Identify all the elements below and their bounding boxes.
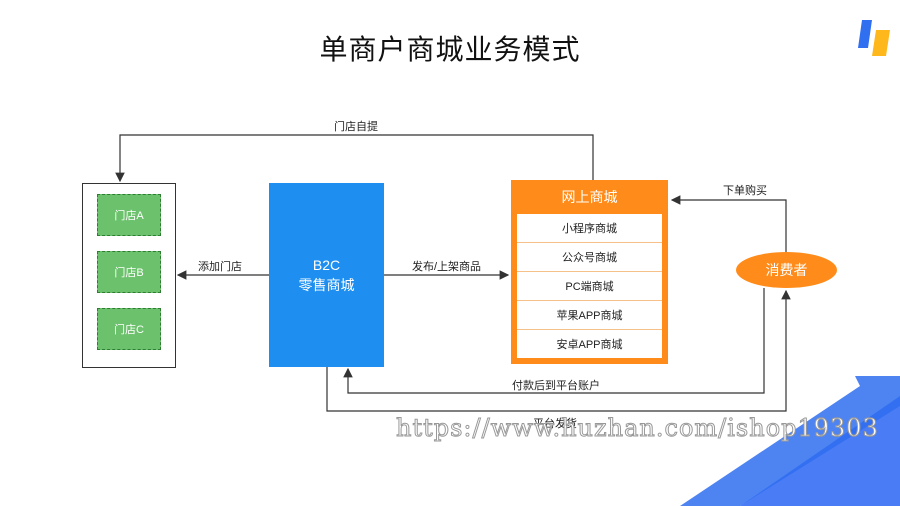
consumer-node: 消费者: [736, 252, 837, 288]
store-a: 门店A: [97, 194, 161, 236]
edge-ship: [326, 289, 791, 412]
b2c-line1: B2C: [312, 257, 341, 273]
store-container: 门店A 门店B 门店C: [82, 183, 176, 368]
b2c-line2: 零售商城: [298, 277, 355, 293]
page-title: 单商户商城业务模式: [319, 33, 581, 66]
label-ship: 平台发货: [533, 418, 577, 430]
online-mall-title: 网上商城: [561, 189, 618, 205]
label-order: 下单购买: [723, 185, 767, 197]
corner-decoration: [680, 376, 900, 506]
b2c-retail-mall: B2C 零售商城: [269, 183, 384, 367]
label-publish: 发布/上架商品: [412, 261, 482, 273]
edge-order: [670, 195, 787, 252]
online-mall: 网上商城 小程序商城 公众号商城 PC端商城 苹果APP商城 安卓APP商城: [511, 180, 668, 364]
label-add-store: 添加门店: [198, 261, 242, 273]
mall-item-pc: PC端商城: [517, 272, 662, 301]
label-self-pickup: 门店自提: [334, 121, 378, 133]
mall-item-official-account: 公众号商城: [517, 243, 662, 272]
watermark-url: https://www.huzhan.com/ishop19303: [396, 414, 879, 443]
brand-logo-icon: [858, 20, 890, 56]
mall-item-apple-app: 苹果APP商城: [517, 301, 662, 330]
mall-item-miniprogram: 小程序商城: [517, 214, 662, 243]
mall-item-android-app: 安卓APP商城: [517, 330, 662, 358]
label-payment: 付款后到平台账户: [512, 380, 600, 392]
store-b: 门店B: [97, 251, 161, 293]
edge-payment: [343, 288, 765, 394]
store-c: 门店C: [97, 308, 161, 350]
edge-self-pickup: [115, 134, 594, 183]
